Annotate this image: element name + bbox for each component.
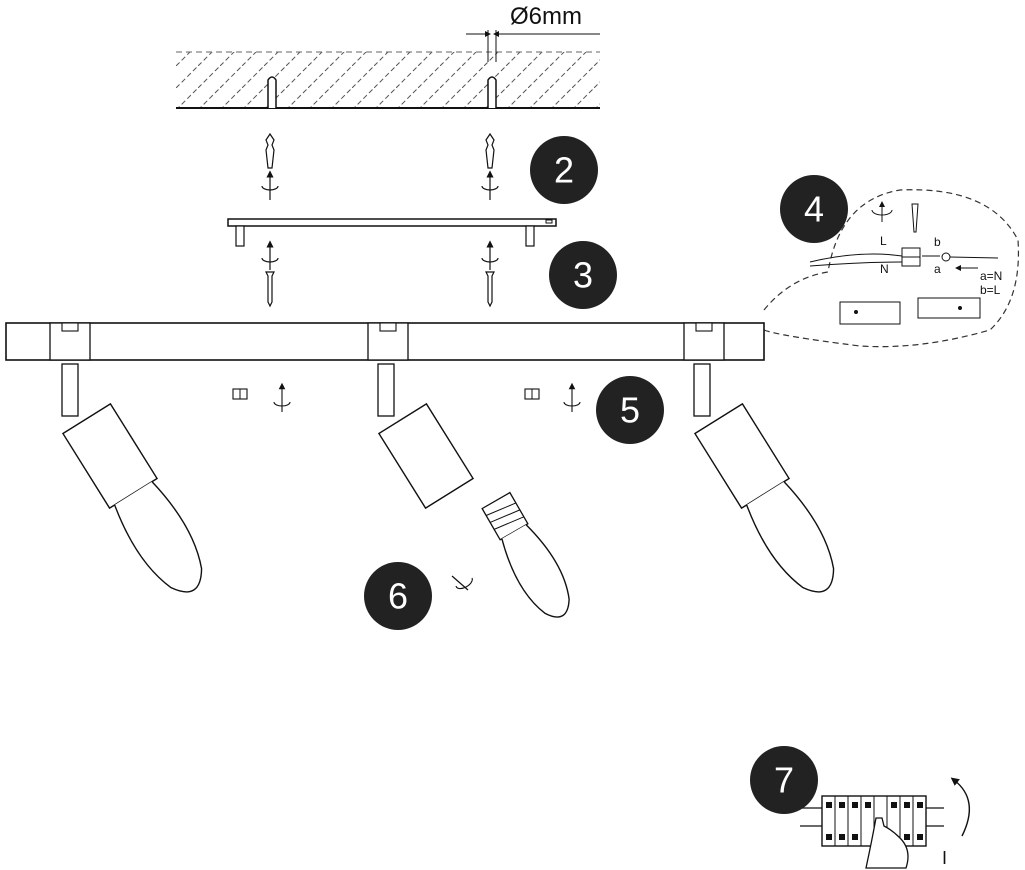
end-cap-right <box>524 382 581 412</box>
step-6-badge: 6 <box>364 562 432 630</box>
wall-plug-left <box>261 132 279 200</box>
terminal-block <box>901 247 921 267</box>
diameter-label: Ø6mm <box>510 3 582 30</box>
junction-box <box>839 297 981 325</box>
ceiling <box>176 51 600 109</box>
screw-right <box>481 240 499 308</box>
wire-l-label: L <box>880 234 887 248</box>
screwdriver-icon <box>911 203 919 233</box>
diameter-dimension: Ø6mm <box>466 3 600 62</box>
step-7-number: 7 <box>774 760 794 801</box>
spotlight-middle <box>377 363 475 510</box>
wire-b-label: b <box>934 235 941 249</box>
drill-hole-right <box>487 76 497 108</box>
step-5-number: 5 <box>620 390 640 431</box>
circuit-breaker-panel: I <box>800 777 971 869</box>
step-7-badge: 7 <box>750 746 818 814</box>
spotlight-right <box>693 363 835 593</box>
bar-clamp-left <box>49 322 91 361</box>
rotate-arrow-icon <box>451 575 473 591</box>
spotlight-left <box>61 363 203 593</box>
wire-n-label: N <box>880 262 889 276</box>
screw-left <box>261 240 279 308</box>
switch-on-label: I <box>942 848 947 868</box>
light-bulb <box>481 491 570 618</box>
step-4-badge: 4 <box>780 175 848 243</box>
step-3-number: 3 <box>573 255 593 296</box>
end-cap-left <box>232 382 291 412</box>
step-6-number: 6 <box>388 576 408 617</box>
bar-clamp-middle <box>367 322 409 361</box>
wire-a-label: a <box>934 262 941 276</box>
drill-hole-left <box>267 76 277 108</box>
hand-icon <box>865 817 909 869</box>
step-5-badge: 5 <box>596 376 664 444</box>
step-4-number: 4 <box>804 189 824 230</box>
wall-plug-right <box>481 132 499 200</box>
a-equals-n: a=N <box>980 269 1002 283</box>
mounting-plate <box>227 218 557 247</box>
b-equals-l: b=L <box>980 283 1001 297</box>
step-2-number: 2 <box>554 150 574 191</box>
step-2-badge: 2 <box>530 136 598 204</box>
wiring-detail: L N b a a=N b=L <box>763 189 1020 348</box>
step-3-badge: 3 <box>549 241 617 309</box>
bar-clamp-right <box>683 322 725 361</box>
